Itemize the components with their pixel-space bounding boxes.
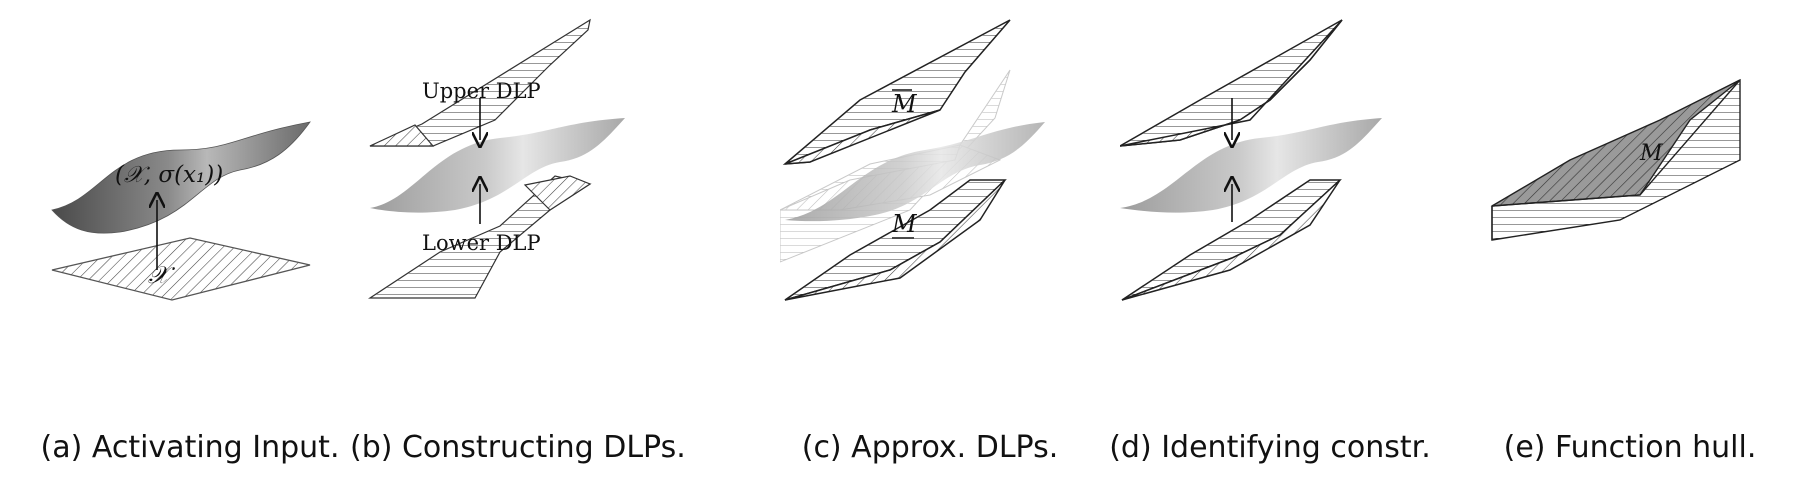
activation-surface (785, 122, 1045, 222)
lower-constraint-polytope (1121, 179, 1342, 301)
lower-bound-polytope (784, 179, 1007, 301)
panel-a: (𝒳, σ(x₁)) 𝒳 (a) Activating Input. (40, 0, 340, 486)
activation-surface (51, 121, 311, 234)
panel-d: (d) Identifying constr. (1109, 0, 1431, 486)
upper-constraint-polytope (1120, 19, 1343, 147)
surface-label: (𝒳, σ(x₁)) (115, 162, 223, 188)
caption-a: (a) Activating Input. (40, 430, 340, 465)
activation-surface (370, 118, 625, 213)
upper-bound-polytope (782, 19, 1011, 165)
hull-label: M (1639, 141, 1663, 166)
activation-surface (1120, 118, 1382, 213)
upper-bound-label: M (891, 90, 918, 118)
caption-c: (c) Approx. DLPs. (801, 430, 1059, 465)
caption-d: (d) Identifying constr. (1109, 430, 1431, 465)
upper-dlp-label: Upper DLP (422, 79, 541, 103)
panel-b: Upper DLP Lower DLP (b) Constructing DLP… (350, 0, 686, 486)
panel-c: M M (c) Approx. DLPs. (780, 0, 1080, 486)
function-hull (1490, 78, 1741, 241)
lower-bound-label: M (891, 210, 918, 238)
caption-e: (e) Function hull. (1503, 430, 1757, 465)
caption-b: (b) Constructing DLPs. (350, 430, 686, 465)
lower-dlp-label: Lower DLP (422, 231, 541, 255)
lower-dlp (367, 175, 592, 299)
panel-e: M (e) Function hull. (1490, 0, 1790, 486)
input-domain (51, 237, 311, 301)
